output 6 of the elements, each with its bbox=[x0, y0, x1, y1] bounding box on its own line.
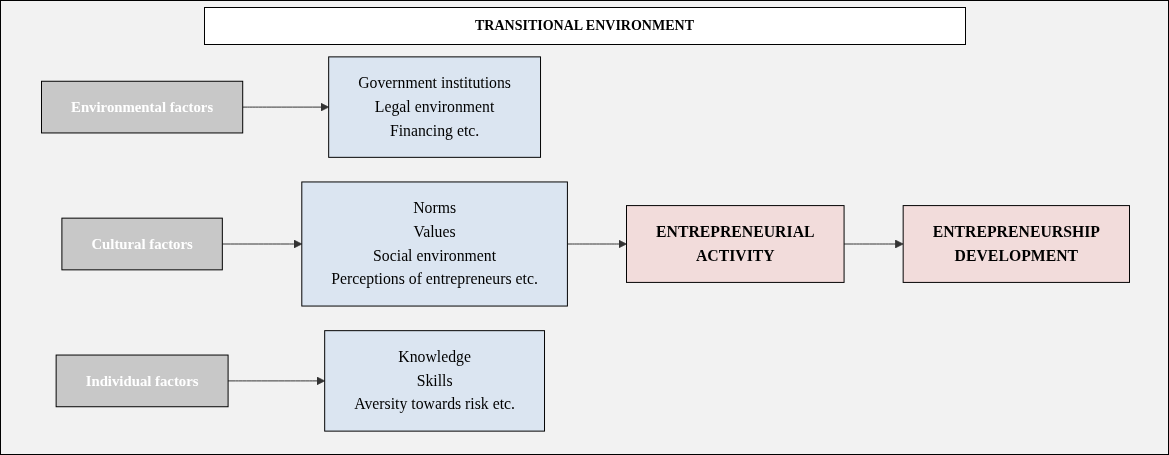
node-box: ENTREPRENEURIAL ACTIVITY bbox=[626, 205, 845, 283]
node-box: Knowledge Skills Aversity towards risk etc. bbox=[324, 330, 545, 432]
node-box: Norms Values Social environment Perceptions of entrepreneurs etc. bbox=[301, 181, 568, 307]
title-box: TRANSITIONAL ENVIRONMENT bbox=[203, 7, 966, 45]
node-box: Government institutions Legal environment Financing etc. bbox=[328, 56, 541, 158]
node-box: ENTREPRENEURSHIP DEVELOPMENT bbox=[902, 205, 1130, 283]
